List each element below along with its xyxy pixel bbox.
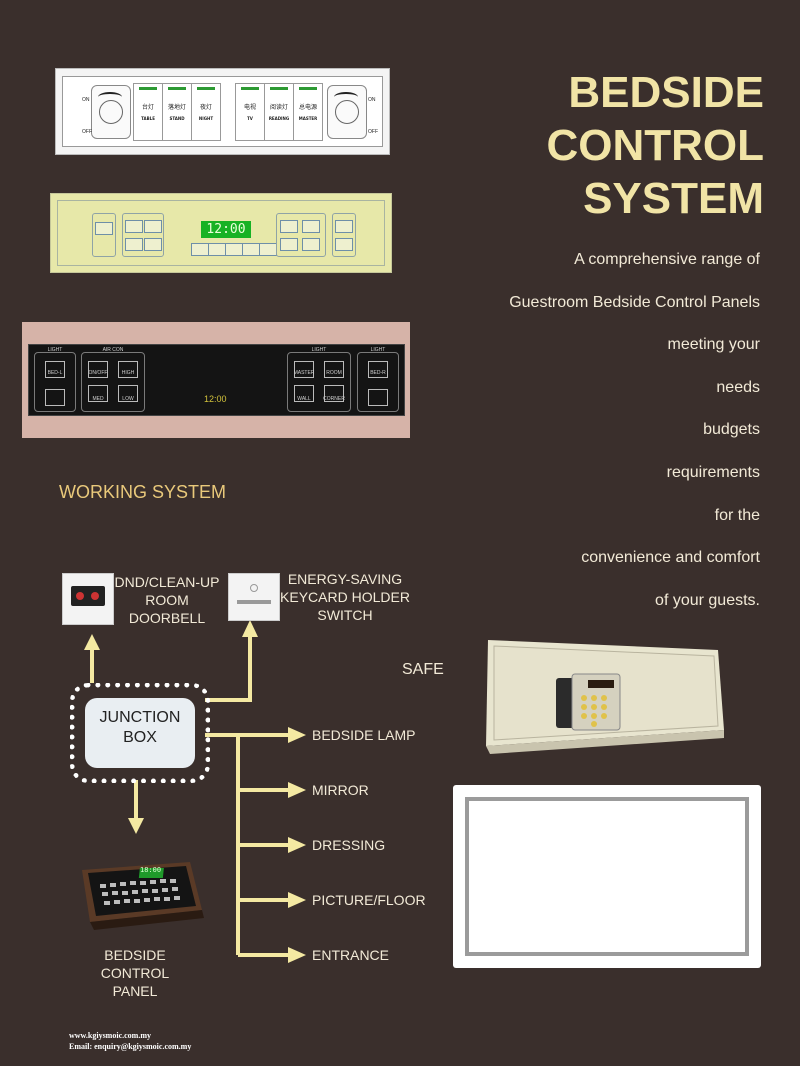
group-label: LIGHT <box>47 347 63 353</box>
description-line: requirements <box>666 463 760 481</box>
label-line: JUNCTION <box>99 709 181 726</box>
panel-face: LIGHT BED-L AIR CON ON/OFF HIGH MED LOW … <box>28 344 405 416</box>
clock-display: 12:00 <box>201 221 251 238</box>
on-label: ON <box>368 97 376 103</box>
clock-display: 12:00 <box>204 394 227 404</box>
switch-cn-label: 夜灯 <box>199 104 212 111</box>
dnd-doorbell-device <box>62 573 114 625</box>
bedside-panel-black: LIGHT BED-L AIR CON ON/OFF HIGH MED LOW … <box>22 322 410 438</box>
switch-cn-label: 总电源 <box>298 104 317 111</box>
label-line: DND/CLEAN-UP <box>114 574 220 590</box>
description: A comprehensive range of Guestroom Bedsi… <box>430 246 760 629</box>
panel-display: 18:00 <box>140 866 162 874</box>
label-line: DOORBELL <box>128 610 206 626</box>
switch-stand: 落地灯 STAND <box>162 83 192 141</box>
destination-picture-floor: PICTURE/FLOOR <box>312 892 426 908</box>
label-line: BOX <box>123 729 157 746</box>
key-label: HIGH <box>121 370 135 376</box>
on-label: ON <box>82 97 90 103</box>
switch-tv: 电视 TV <box>235 83 265 141</box>
bedside-panel-white: ON OFF 台灯 TABLE 落地灯 STAND 夜灯 NIGHT 电视 TV 阅读灯… <box>55 68 390 155</box>
description-line: for the <box>714 506 760 524</box>
destination-dressing: DRESSING <box>312 837 386 853</box>
key-label: ON/OFF <box>88 370 108 376</box>
footer-email[interactable]: Email: enquiry@kgiysmoic.com.my <box>69 1042 192 1051</box>
footer-website[interactable]: www.kgiysmoic.com.my <box>69 1031 151 1040</box>
group-light-right: LIGHT BED-R <box>357 347 399 412</box>
junction-box: JUNCTION BOX <box>70 683 210 783</box>
switch-en-label: MASTER <box>298 116 318 121</box>
title-line: SYSTEM <box>583 174 764 223</box>
group-light-left: LIGHT BED-L <box>34 347 76 412</box>
label-line: BEDSIDE <box>104 947 166 963</box>
group-aircon: AIR CON ON/OFF HIGH MED LOW <box>81 347 145 412</box>
keycard-switch-device <box>228 573 280 621</box>
switch-en-label: READING <box>268 116 290 121</box>
button-group <box>92 213 116 257</box>
bedside-control-panel-device <box>82 862 204 930</box>
description-line: of your guests. <box>655 591 760 609</box>
panel-face: ON OFF 台灯 TABLE 落地灯 STAND 夜灯 NIGHT 电视 TV 阅读灯… <box>62 76 383 147</box>
description-line: convenience and comfort <box>581 549 760 567</box>
bedside-panel-label: BEDSIDE CONTROL PANEL <box>80 946 190 1000</box>
switch-en-label: TABLE <box>141 116 155 121</box>
label-line: SWITCH <box>317 607 373 623</box>
safe-label: SAFE <box>402 661 444 678</box>
junction-box-label: JUNCTION BOX <box>85 698 195 768</box>
switch-night: 夜灯 NIGHT <box>191 83 221 141</box>
panel-face: 12:00 <box>57 200 385 266</box>
switch-cn-label: 电视 <box>243 104 256 111</box>
key-label: MED <box>92 396 104 402</box>
key-label: MASTER <box>293 370 315 376</box>
bedside-panel-green: 12:00 <box>50 193 392 273</box>
safe-image <box>486 640 724 754</box>
off-label: OFF <box>82 129 92 135</box>
dimmer-knob-left <box>91 85 131 139</box>
label-line: ENERGY-SAVING <box>287 571 403 587</box>
keycard-label: ENERGY-SAVING KEYCARD HOLDER SWITCH <box>280 570 410 624</box>
page-title: BEDSIDE CONTROL SYSTEM <box>546 66 764 225</box>
switch-master: 总电源 MASTER <box>293 83 323 141</box>
key-label: BED-L <box>47 370 63 376</box>
dimmer-knob-right <box>327 85 367 139</box>
description-line: needs <box>716 378 760 396</box>
title-line: CONTROL <box>546 121 764 170</box>
off-label: OFF <box>368 129 378 135</box>
label-line: CONTROL <box>100 965 170 981</box>
description-line: budgets <box>703 421 760 439</box>
switch-en-label: NIGHT <box>198 116 214 121</box>
arrow-to-keycard <box>205 635 252 702</box>
key-label: ROOM <box>326 370 342 376</box>
switch-cn-label: 台灯 <box>141 104 154 111</box>
destination-mirror: MIRROR <box>312 782 369 798</box>
group-label: LIGHT <box>370 347 386 353</box>
key-label: CORNER <box>323 396 345 402</box>
label-line: KEYCARD HOLDER <box>280 589 410 605</box>
group-label: LIGHT <box>311 347 327 353</box>
key-label: WALL <box>297 396 311 402</box>
group-light-mid: LIGHT MASTER ROOM WALL CORNER <box>287 347 351 412</box>
button-group <box>332 213 356 257</box>
label-line: PANEL <box>112 983 158 999</box>
switch-en-label: TV <box>247 116 253 121</box>
switch-cn-label: 落地灯 <box>167 104 186 111</box>
dnd-label: DND/CLEAN-UP ROOM DOORBELL <box>112 573 222 627</box>
blank-frame <box>453 785 761 968</box>
description-line: Guestroom Bedside Control Panels <box>509 293 760 311</box>
button-group <box>276 213 326 257</box>
key-label: LOW <box>122 396 134 402</box>
description-line: A comprehensive range of <box>574 251 760 268</box>
label-line: ROOM <box>145 592 189 608</box>
destination-bedside-lamp: BEDSIDE LAMP <box>312 727 416 743</box>
title-line: BEDSIDE <box>568 68 764 117</box>
key-label: BED-R <box>370 370 386 376</box>
description-line: meeting your <box>667 336 761 354</box>
destination-entrance: ENTRANCE <box>312 947 390 963</box>
switch-cn-label: 阅读灯 <box>269 104 288 111</box>
button-group <box>122 213 164 257</box>
working-system-heading: WORKING SYSTEM <box>59 482 227 502</box>
switch-en-label: STAND <box>169 116 185 121</box>
group-label: AIR CON <box>102 347 124 353</box>
